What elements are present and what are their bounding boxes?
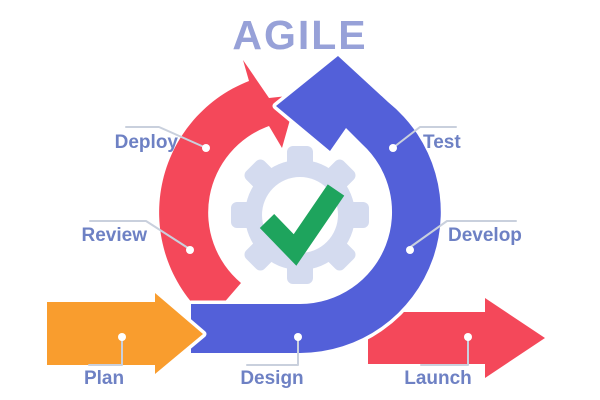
test-connector [393, 126, 457, 148]
deploy-dot [202, 144, 210, 152]
gear-icon [231, 146, 369, 284]
label-design: Design [240, 368, 303, 389]
diagram-title: AGILE [232, 12, 367, 58]
deploy-connector [125, 126, 205, 148]
label-launch: Launch [404, 368, 472, 389]
checkmark-icon [259, 184, 345, 266]
label-review: Review [82, 225, 148, 246]
launch-dot [464, 333, 472, 341]
launch-connector [420, 338, 469, 366]
review-dot [186, 246, 194, 254]
review-connector [89, 220, 189, 249]
red-right-arrow [368, 298, 545, 378]
blue-cycle-arrow [187, 52, 445, 357]
develop-connector [408, 220, 517, 249]
label-deploy: Deploy [115, 132, 179, 153]
design-connector [246, 338, 299, 366]
red-cycle-arrow [159, 60, 297, 320]
orange-right-arrow [43, 289, 207, 378]
develop-dot [406, 246, 414, 254]
plan-dot [118, 333, 126, 341]
label-develop: Develop [448, 225, 522, 246]
design-dot [294, 333, 302, 341]
label-test: Test [423, 132, 461, 153]
plan-connector [88, 338, 123, 366]
test-dot [389, 144, 397, 152]
label-plan: Plan [84, 368, 124, 389]
